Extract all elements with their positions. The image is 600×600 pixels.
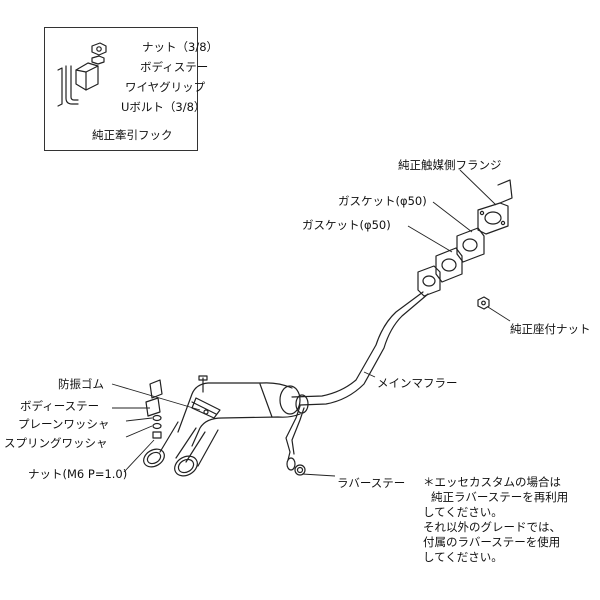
installation-note: ＊エッセカスタムの場合は 純正ラバーステーを再利用 してください。 それ以外のグ… xyxy=(423,475,568,565)
label-spring-washer: スプリングワッシャ xyxy=(4,436,108,450)
note-line: 純正ラバーステーを再利用 xyxy=(431,490,569,504)
note-line: それ以外のグレードでは、 xyxy=(423,520,561,534)
inset-caption: 純正牽引フック xyxy=(92,128,173,142)
inset-label-nut: ナット（3/8） xyxy=(142,40,219,54)
note-line: してください。 xyxy=(423,505,503,519)
tow-hook-inset xyxy=(44,27,198,151)
label-vibration-rubber: 防振ゴム xyxy=(58,377,104,391)
label-body-stay: ボディーステー xyxy=(20,399,100,413)
gasket-1-drawing xyxy=(456,227,485,263)
inset-label-wire-grip: ワイヤグリップ xyxy=(125,80,206,94)
inset-label-u-bolt: Uボルト（3/8） xyxy=(121,100,206,114)
label-gasket-1: ガスケット(φ50) xyxy=(338,194,427,208)
label-seat-nut: 純正座付ナット xyxy=(510,322,591,336)
label-plain-washer: プレーンワッシャ xyxy=(18,417,110,431)
inset-label-body-stay: ボディステー xyxy=(140,60,209,74)
gasket-2-drawing xyxy=(435,247,463,283)
note-line: ＊エッセカスタムの場合は xyxy=(423,475,561,489)
label-main-muffler: メインマフラー xyxy=(377,376,458,390)
flange-drawing xyxy=(477,179,513,235)
label-flange: 純正触媒側フランジ xyxy=(398,158,502,172)
note-line: してください。 xyxy=(423,550,503,564)
label-nut-m6: ナット(M6 P=1.0) xyxy=(28,467,128,481)
label-gasket-2: ガスケット(φ50) xyxy=(302,218,391,232)
tow-hook-drawing xyxy=(57,42,107,107)
note-line: 付属のラバーステーを使用 xyxy=(423,535,561,549)
label-rubber-stay: ラバーステー xyxy=(337,476,406,490)
